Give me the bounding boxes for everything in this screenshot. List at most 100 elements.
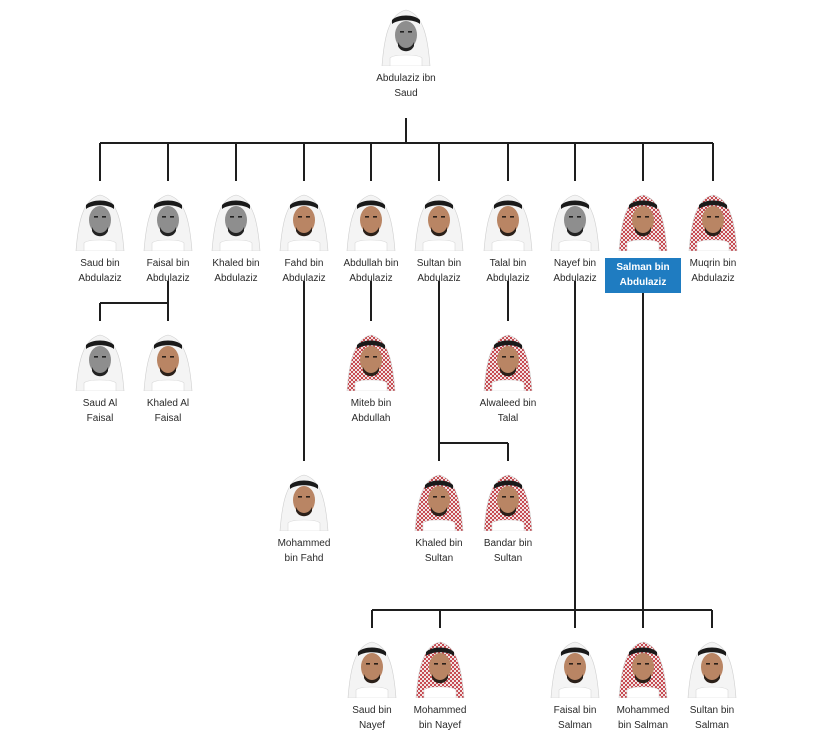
name-line-1: Khaled bin	[212, 258, 260, 269]
name-line-2: Abdulaziz	[282, 273, 326, 284]
portrait-photo	[376, 0, 436, 66]
name-line-1: Talal bin	[489, 258, 527, 269]
person-name-label: Khaled bin Abdulaziz	[196, 256, 276, 286]
name-line-1: Abdulaziz ibn	[376, 73, 436, 84]
portrait-figure	[138, 185, 198, 251]
person-name-label: Nayef bin Abdulaziz	[535, 256, 615, 286]
portrait-photo	[206, 185, 266, 251]
portrait-photo	[682, 632, 742, 698]
person-name-label: Faisal bin Salman	[535, 703, 615, 733]
person-name-label: Mohammed bin Nayef	[400, 703, 480, 733]
name-line-1: Fahd bin	[284, 258, 324, 269]
name-line-1: Salman bin	[616, 262, 670, 273]
name-line-1: Saud bin	[80, 258, 120, 269]
name-line-2: bin Salman	[617, 720, 669, 731]
portrait-figure	[206, 185, 266, 251]
name-line-1: Saud bin	[352, 705, 392, 716]
portrait-figure	[409, 465, 469, 531]
person-name-label: Talal bin Abdulaziz	[468, 256, 548, 286]
portrait-photo	[70, 185, 130, 251]
portrait-figure	[545, 185, 605, 251]
name-line-2: Faisal	[154, 413, 182, 424]
name-line-2: Talal	[497, 413, 519, 424]
name-line-1: Mohammed	[277, 538, 331, 549]
portrait-figure	[478, 325, 538, 391]
portrait-photo	[613, 632, 673, 698]
name-line-1: Faisal bin	[146, 258, 190, 269]
name-line-2: Abdullah	[351, 413, 391, 424]
person-name-label: Mohammed bin Salman	[603, 703, 683, 733]
name-line-1: Mohammed	[616, 705, 670, 716]
portrait-figure	[342, 632, 402, 698]
person-name-label: Abdulaziz ibn Saud	[366, 71, 446, 101]
person-name-label: Faisal bin Abdulaziz	[128, 256, 208, 286]
name-line-2: Faisal	[86, 413, 114, 424]
portrait-photo	[545, 632, 605, 698]
name-line-1: Abdullah bin	[343, 258, 399, 269]
person-name-label: Bandar bin Sultan	[468, 536, 548, 566]
portrait-figure	[410, 632, 470, 698]
person-name-label-highlighted: Salman bin Abdulaziz	[605, 258, 681, 293]
portrait-photo	[683, 185, 743, 251]
person-name-label: Abdullah bin Abdulaziz	[331, 256, 411, 286]
name-line-1: Khaled Al	[146, 398, 190, 409]
portrait-figure	[478, 185, 538, 251]
name-line-1: Sultan bin	[416, 258, 462, 269]
portrait-figure	[274, 185, 334, 251]
name-line-2: Abdulaziz	[553, 273, 597, 284]
name-line-1: Khaled bin	[415, 538, 463, 549]
portrait-figure	[545, 632, 605, 698]
portrait-figure	[341, 185, 401, 251]
name-line-2: Abdulaziz	[349, 273, 393, 284]
person-name-label: Saud bin Nayef	[332, 703, 412, 733]
person-name-label: Khaled Al Faisal	[128, 396, 208, 426]
name-line-2: Saud	[394, 88, 418, 99]
portrait-figure	[70, 325, 130, 391]
portrait-figure	[376, 0, 436, 66]
name-line-2: Nayef	[358, 720, 386, 731]
name-line-2: Sultan	[424, 553, 454, 564]
name-line-2: Sultan	[493, 553, 523, 564]
portrait-photo	[410, 632, 470, 698]
portrait-photo	[478, 185, 538, 251]
person-name-label: Sultan bin Salman	[672, 703, 752, 733]
person-name-label: Mohammed bin Fahd	[264, 536, 344, 566]
name-line-2: Abdulaziz	[486, 273, 530, 284]
name-line-2: bin Fahd	[284, 553, 324, 564]
name-line-1: Miteb bin	[350, 398, 392, 409]
person-name-label: Alwaleed bin Talal	[468, 396, 548, 426]
person-name-label: Fahd bin Abdulaziz	[264, 256, 344, 286]
person-name-label: Sultan bin Abdulaziz	[399, 256, 479, 286]
name-line-1: Mohammed	[413, 705, 467, 716]
portrait-photo	[341, 185, 401, 251]
name-line-1: Sultan bin	[689, 705, 735, 716]
name-line-2: Abdulaziz	[214, 273, 258, 284]
name-line-1: Bandar bin	[483, 538, 533, 549]
portrait-figure	[70, 185, 130, 251]
person-name-label: Saud bin Abdulaziz	[60, 256, 140, 286]
portrait-figure	[683, 185, 743, 251]
person-name-label: Saud Al Faisal	[60, 396, 140, 426]
name-line-1: Nayef bin	[553, 258, 597, 269]
portrait-photo	[138, 325, 198, 391]
portrait-figure	[613, 185, 673, 251]
portrait-figure	[274, 465, 334, 531]
name-line-1: Faisal bin	[553, 705, 597, 716]
portrait-photo	[478, 325, 538, 391]
portrait-figure	[341, 325, 401, 391]
portrait-photo	[341, 325, 401, 391]
name-line-1: Saud Al	[82, 398, 118, 409]
name-line-2: Salman	[558, 720, 592, 731]
portrait-photo	[613, 185, 673, 251]
portrait-photo	[409, 465, 469, 531]
portrait-photo	[545, 185, 605, 251]
name-line-1: Alwaleed bin	[479, 398, 537, 409]
portrait-figure	[478, 465, 538, 531]
name-line-2: Abdulaziz	[78, 273, 122, 284]
portrait-photo	[274, 185, 334, 251]
portrait-photo	[138, 185, 198, 251]
portrait-figure	[138, 325, 198, 391]
name-line-2: Abdulaziz	[146, 273, 190, 284]
